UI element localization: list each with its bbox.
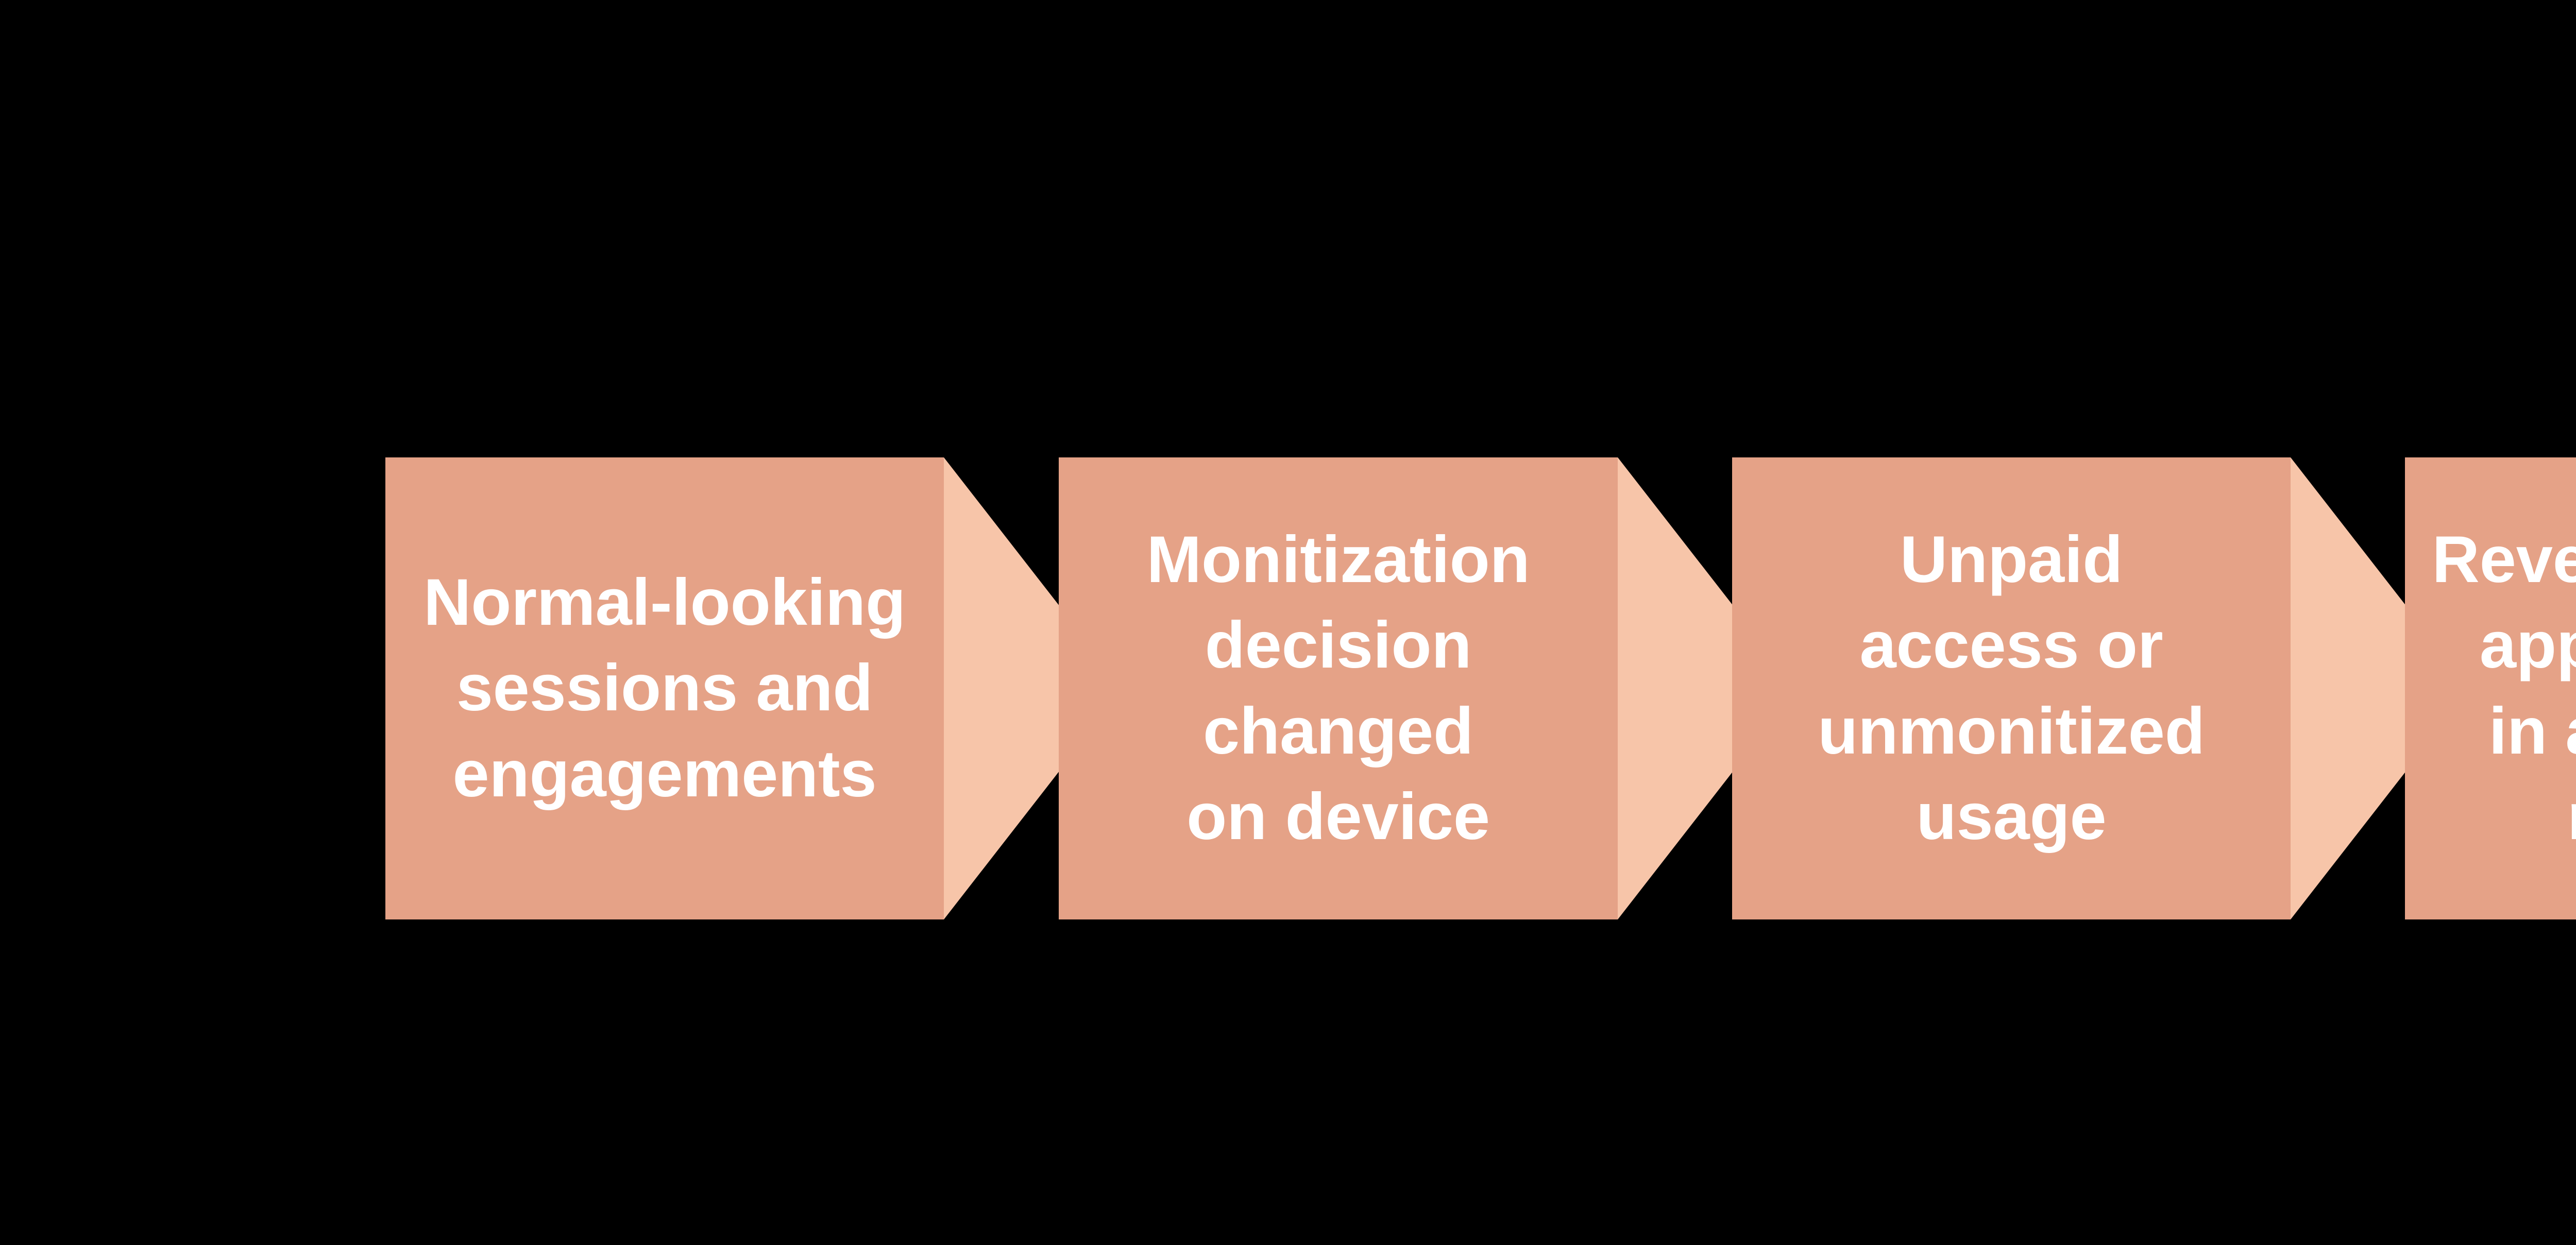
flow-connector-3 (2291, 457, 2470, 919)
flow-stage-3[interactable]: Unpaid access or unmonitized usage (1732, 457, 2291, 919)
flow-stage-4-label: Revenue impact appears later in aggregat… (2432, 522, 2576, 854)
flow-stage-1[interactable]: Normal-looking sessions and engagements (385, 457, 944, 919)
flow-stage-1-label: Normal-looking sessions and engagements (423, 565, 906, 811)
flow-connector-1 (944, 457, 1124, 919)
flow-stage-2[interactable]: Monitization decision changed on device (1059, 457, 1618, 919)
flow-stage-3-label: Unpaid access or unmonitized usage (1818, 522, 2205, 854)
flow-stage-4[interactable]: Revenue impact appears later in aggregat… (2405, 457, 2576, 919)
flow-connector-2 (1618, 457, 1798, 919)
flow-stage-2-label: Monitization decision changed on device (1146, 522, 1530, 854)
